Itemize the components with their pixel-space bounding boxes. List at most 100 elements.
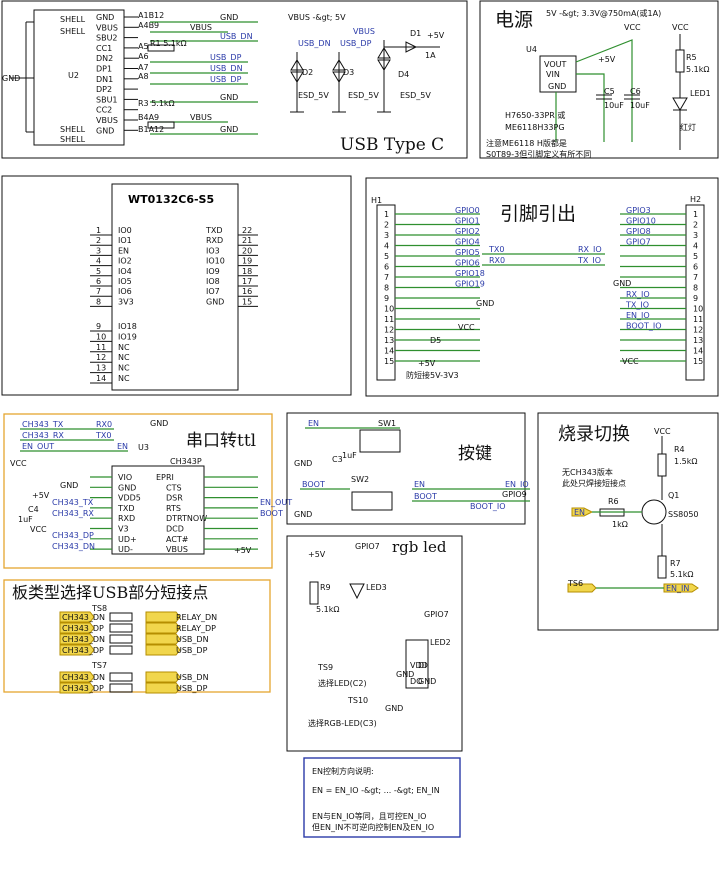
module-left-pin: 3V3 [118,297,134,306]
pinout-note: 防短接5V-3V3 [406,370,459,380]
burn-note2: 此处只焊接短接点 [562,478,626,488]
keys-c3: C3 [332,455,343,464]
power-title: 电源 [495,9,533,31]
rgb-led2: LED2 [430,638,451,647]
serial-left-net-dn: CH343_DN [52,542,95,551]
keys-boot: BOOT [302,480,325,489]
module-name: WT0132C6-S5 [128,193,214,206]
ch343-right-pin: VBUS [166,545,188,554]
burn-r4-val: 1.5kΩ [674,457,697,466]
module-right-pin: GND [206,297,224,306]
board-right-net: USB_DN [176,635,209,644]
pinout-h1: H1 [371,196,382,205]
serial-left-net-dp: CH343_DP [52,531,94,540]
usb-esd-net-dp: USB_DP [340,39,372,48]
burn-q1-val: SS8050 [668,510,699,519]
keys-panel: 按键 EN BOOT SW1 SW2 C3 1uF EN BOOT EN_IO … [286,412,530,525]
module-right-pin: IO8 [206,277,220,286]
module-left-num: 13 [96,364,106,373]
module-right-num: 19 [242,257,252,266]
module-left-pin: IO2 [118,257,132,266]
keys-gnd-2: GND [294,510,312,519]
header-h2-pin-number: 11 [693,315,703,324]
usb-pin-number: B1A12 [138,125,164,134]
module-left-pin: IO19 [118,332,137,341]
usb-net-label: GND [220,13,238,22]
board-jumper [109,634,133,644]
serial-net-tx0: TX0 [95,431,111,440]
vcc-label: VCC [30,525,47,534]
header-h2-net: EN_IO [626,311,650,320]
esd-diode-symbol [290,71,304,83]
burn-en-in: EN_IN [666,584,689,593]
esd-diode-symbol [332,59,346,71]
module-left-num: 3 [96,246,101,255]
header-h2-pin-number: 8 [693,284,698,293]
esd-diode-symbol [290,59,304,71]
power-led1: LED1 [690,89,711,98]
usb-pin-shell-2: SHELL [60,27,86,36]
module-left-pin: IO18 [118,322,137,331]
board-right-net: USB_DP [176,646,208,655]
board-left-net: CH343_DP [62,684,104,693]
header-h2-net: RX_IO [626,290,650,299]
usb-pin-label: CC1 [96,44,112,53]
pinout-gnd: GND [476,299,494,308]
ch343-left-pin: RXD [118,514,135,523]
header-h1-pin-number: 15 [384,357,394,366]
esd-diode-symbol [377,59,391,71]
header-h2-pin-number: 7 [693,273,698,282]
note-title: EN控制方向说明: [312,766,374,776]
usb-pin-number: A7 [138,63,149,72]
rgb-plus5v: +5V [308,550,326,559]
rgb-do: DO [410,677,422,686]
board-left-tag [59,671,95,683]
note-line2: EN与EN_IO等同，且可控EN_IO [312,811,426,821]
power-u4: U4 [526,45,537,54]
module-right-pin: IO3 [206,246,220,255]
power-panel: 电源 5V -&gt; 3.3V@750mA(或1A) VOUT VIN GND… [479,0,719,159]
pinout-d5: D5 [430,336,441,345]
keys-gnd-1: GND [294,459,312,468]
ch343-left-pin: TXD [117,504,135,513]
header-h2-pin-number: 13 [693,336,703,345]
board-left-tag [59,622,95,634]
keys-en-net: EN [414,480,425,489]
keys-sw2: SW2 [351,475,369,484]
usb-r3: R3 5.1kΩ [138,99,175,108]
header-h2-pin-number: 4 [693,242,698,251]
module-right-pin: IO9 [206,267,220,276]
usb-plus5v: +5V [427,31,445,40]
usb-net-label: GND [220,93,238,102]
burn-r7: R7 [670,559,681,568]
usb-pin-number: B4A9 [138,113,159,122]
module-right-pin: RXD [206,236,223,245]
burn-en: EN [574,508,585,517]
header-h2-net: GPIO7 [626,238,651,247]
serial-right-net-en-out: EN_OUT [260,498,292,507]
keys-boot-io: BOOT_IO [470,502,505,511]
module-left-pin: IO0 [118,226,132,235]
board-right-tag [145,622,181,634]
module-left-pin: IO6 [118,287,132,296]
burn-r6: R6 [608,497,619,506]
board-left-tag [59,644,95,656]
serial-vcc: VCC [10,459,27,468]
usb-pin-label: DP2 [96,85,112,94]
board-jumper [109,645,133,655]
ch343-right-pin: DSR [166,494,183,503]
module-right-num: 21 [242,236,252,245]
board-right-net: RELAY_DN [176,613,217,622]
header-h1-pin-number: 11 [384,315,394,324]
ch343-right-pin: RI [166,473,174,482]
board-left-net: CH343_DP [62,624,104,633]
usb-d1: D1 [410,29,421,38]
usb-net-label: GND [220,125,238,134]
header-h2-pin-number: 3 [693,231,698,240]
usb-pin-shell-3: SHELL [60,125,86,134]
burn-note: 无CH343版本 [562,467,613,477]
usb-pin-number: A4B9 [138,21,159,30]
usb-esd-1: ESD_5V [298,91,329,100]
serial-net-en: EN [117,442,128,451]
